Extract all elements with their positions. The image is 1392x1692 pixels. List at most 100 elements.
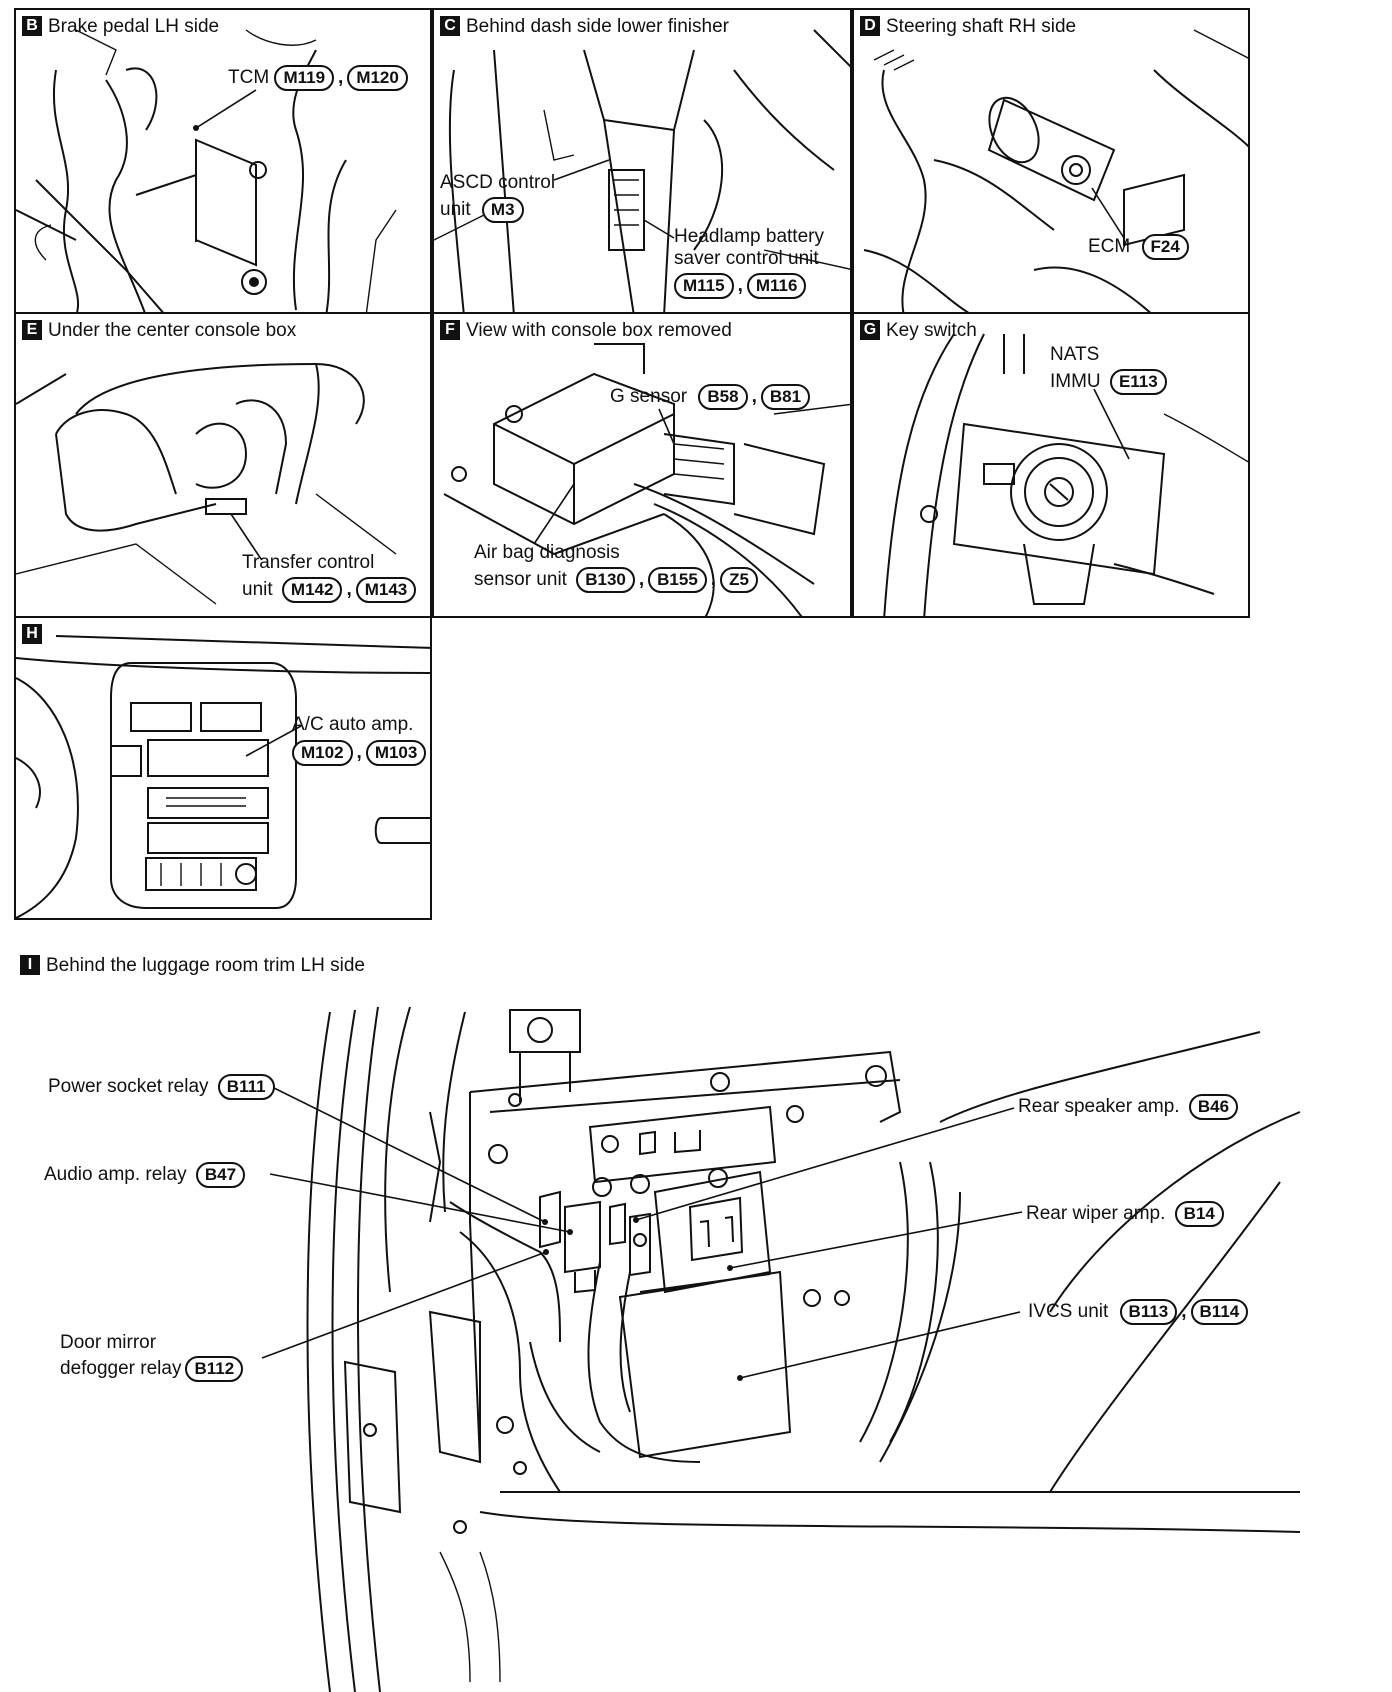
panel-g: G Key switch NATS IMMU E113 [852,312,1250,618]
nats-label-line2: IMMU [1050,371,1101,392]
panel-c-title: C Behind dash side lower finisher [440,16,729,38]
g-sensor-label-text: G sensor [610,386,688,407]
panel-b: B Brake pedal LH side TCM M119,M120 [14,8,432,314]
transfer-label-line1: Transfer control [242,552,375,573]
panel-f-title: F View with console box removed [440,320,732,342]
separator: , [346,579,352,600]
connector-m3: M3 [481,197,524,223]
connector-m119: M119 [274,65,335,91]
panel-i-drawing [261,1006,1301,1692]
airbag-label: Air bag diagnosis sensor unit B130,B155,… [474,542,758,593]
headlamp-label-line2: saver control unit [674,248,819,269]
separator: , [338,67,344,88]
connector-b47: B47 [195,1162,246,1188]
connector-b112: B112 [185,1356,244,1382]
panel-e: E Under the center console box Transfer c… [14,312,432,618]
connector-m143: M143 [355,577,417,603]
ac-amp-label: A/C auto amp. M102,M103 [292,714,427,766]
panel-letter-e: E [22,320,42,340]
airbag-label-line2: sensor unit [474,569,567,590]
ivcs-unit-label: IVCS unit B113,B114 [1028,1299,1249,1325]
rear-wiper-amp-label: Rear wiper amp. B14 [1026,1201,1224,1227]
rear-speaker-amp-label: Rear speaker amp. B46 [1018,1094,1239,1120]
connector-m102: M102 [292,740,353,766]
power-socket-relay-label: Power socket relay B111 [48,1074,275,1100]
connector-b114: B114 [1190,1299,1249,1325]
connector-b111: B111 [217,1074,275,1100]
connector-b81: B81 [760,384,811,410]
panel-i-title: I Behind the luggage room trim LH side [20,955,365,977]
panel-f: F View with console box removed G sensor … [432,312,852,618]
panel-d-title-text: Steering shaft RH side [886,16,1077,37]
g-sensor-label: G sensor B58,B81 [610,384,811,410]
panel-g-drawing [883,333,1248,616]
connector-b155: B155 [648,567,707,593]
separator: , [1181,1301,1187,1322]
panel-g-title: G Key switch [860,320,977,342]
panel-b-drawing [16,29,397,312]
connector-b46: B46 [1188,1094,1239,1120]
connector-z5: Z5 [720,567,758,593]
panel-letter-h: H [22,624,42,644]
panel-d-drawing [863,29,1248,312]
panel-letter-i: I [20,955,40,975]
connector-m142: M142 [281,577,343,603]
ascd-label-line2: unit [440,199,471,220]
separator: , [751,386,757,407]
panel-b-title: B Brake pedal LH side [22,16,219,38]
ac-amp-label-text: A/C auto amp. [292,714,414,735]
connector-b58: B58 [698,384,748,410]
panel-c-title-text: Behind dash side lower finisher [466,16,729,37]
separator: , [710,569,717,590]
panel-h-drawing [16,635,430,918]
connector-b130: B130 [576,567,635,593]
panel-g-title-text: Key switch [886,320,977,341]
panel-b-title-text: Brake pedal LH side [48,16,220,37]
transfer-label: Transfer control unit M142,M143 [242,552,417,603]
panel-f-drawing [443,343,850,616]
rear-wiper-amp-text: Rear wiper amp. [1026,1203,1166,1224]
panel-e-title: E Under the center console box [22,320,296,342]
panel-letter-b: B [22,16,42,36]
connector-m120: M120 [347,65,408,91]
panel-f-title-text: View with console box removed [466,320,732,341]
power-socket-relay-text: Power socket relay [48,1076,209,1097]
panel-h-title: H [22,624,48,646]
door-mirror-line1: Door mirror [60,1332,157,1353]
headlamp-label-line1: Headlamp battery [674,226,824,247]
audio-amp-relay-text: Audio amp. relay [44,1164,187,1185]
door-mirror-line2: defogger relay [60,1358,182,1379]
separator: , [356,742,362,763]
ascd-label: ASCD control unit M3 [440,172,555,223]
connector-f24: F24 [1141,234,1189,260]
ivcs-unit-text: IVCS unit [1028,1301,1109,1322]
connector-e113: E113 [1109,369,1167,395]
audio-amp-relay-label: Audio amp. relay B47 [44,1162,246,1188]
tcm-label-text: TCM [228,67,270,88]
connector-m103: M103 [365,740,427,766]
nats-label: NATS IMMU E113 [1050,344,1167,395]
nats-label-line1: NATS [1050,344,1100,365]
connector-m115: M115 [674,273,734,299]
panel-i-title-text: Behind the luggage room trim LH side [46,955,365,976]
airbag-label-line1: Air bag diagnosis [474,542,620,563]
panel-letter-g: G [860,320,880,340]
connector-b113: B113 [1119,1299,1178,1325]
transfer-label-line2: unit [242,579,273,600]
panel-e-drawing [16,362,397,605]
rear-speaker-amp-text: Rear speaker amp. [1018,1096,1180,1117]
connector-b14: B14 [1174,1201,1224,1227]
panel-letter-f: F [440,320,460,340]
panel-letter-c: C [440,16,460,36]
ecm-label: ECM F24 [1088,234,1189,260]
separator: , [737,275,743,296]
connector-m116: M116 [746,273,807,299]
headlamp-label: Headlamp battery saver control unit M115… [674,226,824,299]
panel-c: C Behind dash side lower finisher ASCD co… [432,8,852,314]
panel-h: H A/C auto amp. M102,M103 [14,616,432,920]
ecm-label-text: ECM [1088,236,1131,257]
panel-e-title-text: Under the center console box [48,320,297,341]
separator: , [638,569,645,590]
